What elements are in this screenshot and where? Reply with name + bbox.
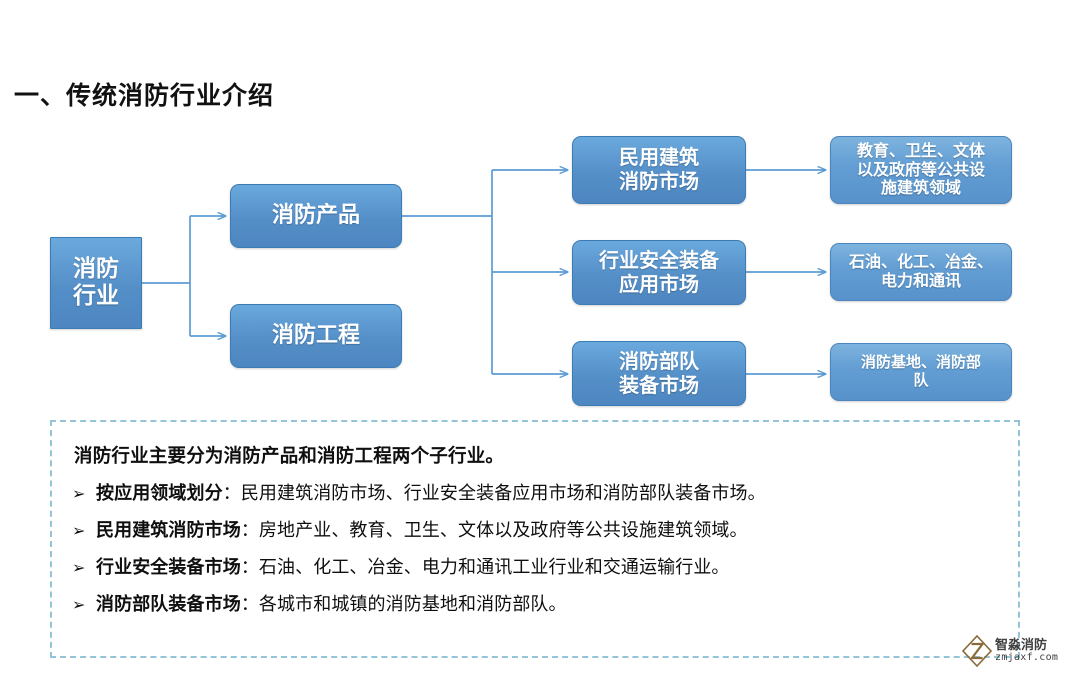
diamond-logo-icon [962,635,992,667]
flow-node-civil-detail-label: 教育、卫生、文体 以及政府等公共设 施建筑领域 [856,140,985,198]
flowchart-diagram: 消防 行业 消防产品 消防工程 民用建筑 消防市场 行业安全装备 应用市场 消防… [50,0,1080,420]
flow-node-brigade-market-label: 消防部队 装备市场 [619,348,699,397]
note-item-term: 消防部队装备市场 [96,594,241,615]
bullet-arrow-icon: ➢ [72,595,86,614]
note-item-text: 民用建筑消防市场：房地产业、教育、卫生、文体以及政府等公共设施建筑领域。 [96,516,1000,542]
note-item: ➢ 行业安全装备市场：石油、化工、冶金、电力和通讯工业行业和交通运输行业。 [72,553,1000,579]
flow-node-engineering[interactable]: 消防工程 [230,304,402,368]
note-item-detail: 石油、化工、冶金、电力和通讯工业行业和交通运输行业。 [258,557,730,578]
note-item: ➢ 民用建筑消防市场：房地产业、教育、卫生、文体以及政府等公共设施建筑领域。 [72,516,1000,542]
flow-node-brigade-detail[interactable]: 消防基地、消防部 队 [830,343,1012,401]
note-item-detail: 民用建筑消防市场、行业安全装备应用市场和消防部队装备市场。 [240,483,766,504]
flow-node-civil-detail[interactable]: 教育、卫生、文体 以及政府等公共设 施建筑领域 [830,136,1012,204]
flow-node-brigade-market[interactable]: 消防部队 装备市场 [572,341,746,406]
note-item-term: 按应用领域划分 [96,483,223,504]
note-item-term: 行业安全装备市场 [96,557,241,578]
note-item-text: 行业安全装备市场：石油、化工、冶金、电力和通讯工业行业和交通运输行业。 [96,553,1000,579]
watermark-name: 智淼消防 [995,637,1048,653]
bullet-arrow-icon: ➢ [72,521,86,540]
notes-panel: 消防行业主要分为消防产品和消防工程两个子行业。 ➢ 按应用领域划分：民用建筑消防… [50,420,1020,658]
note-item-detail: 各城市和城镇的消防基地和消防部队。 [258,594,567,615]
note-item-text: 按应用领域划分：民用建筑消防市场、行业安全装备应用市场和消防部队装备市场。 [96,479,1000,505]
flow-node-industry-market[interactable]: 行业安全装备 应用市场 [572,240,746,305]
flow-node-product-label: 消防产品 [271,203,360,229]
notes-heading: 消防行业主要分为消防产品和消防工程两个子行业。 [74,446,505,467]
flow-node-industry-detail[interactable]: 石油、化工、冶金、 电力和通讯 [830,243,1012,301]
bullet-arrow-icon: ➢ [72,484,86,503]
note-item: ➢ 按应用领域划分：民用建筑消防市场、行业安全装备应用市场和消防部队装备市场。 [72,479,1000,505]
watermark-logo: 智淼消防 zmjaxf.com [962,630,1074,672]
flow-node-civil-market[interactable]: 民用建筑 消防市场 [572,136,746,204]
note-item-term: 民用建筑消防市场 [96,520,241,541]
note-item: ➢ 消防部队装备市场：各城市和城镇的消防基地和消防部队。 [72,590,1000,616]
note-item-separator: ： [222,483,241,504]
flow-node-root-label: 消防 行业 [73,255,119,309]
watermark-url: zmjaxf.com [995,651,1059,663]
flowchart-connectors [142,0,1080,420]
flow-node-civil-market-label: 民用建筑 消防市场 [619,145,699,193]
page-title: 一、传统消防行业介绍 [14,81,275,110]
flow-node-brigade-detail-label: 消防基地、消防部 队 [860,353,981,389]
flow-node-product[interactable]: 消防产品 [230,184,402,248]
note-item-separator: ： [240,520,259,541]
flow-node-engineering-label: 消防工程 [271,323,360,349]
bullet-arrow-icon: ➢ [72,558,86,577]
flow-node-industry-market-label: 行业安全装备 应用市场 [599,247,719,296]
flow-node-industry-detail-label: 石油、化工、冶金、 电力和通讯 [848,252,993,290]
note-item-text: 消防部队装备市场：各城市和城镇的消防基地和消防部队。 [96,590,1000,616]
note-item-detail: 房地产业、教育、卫生、文体以及政府等公共设施建筑领域。 [258,520,748,541]
note-item-separator: ： [240,594,259,615]
flow-node-root[interactable]: 消防 行业 [50,237,142,329]
note-item-separator: ： [240,557,259,578]
